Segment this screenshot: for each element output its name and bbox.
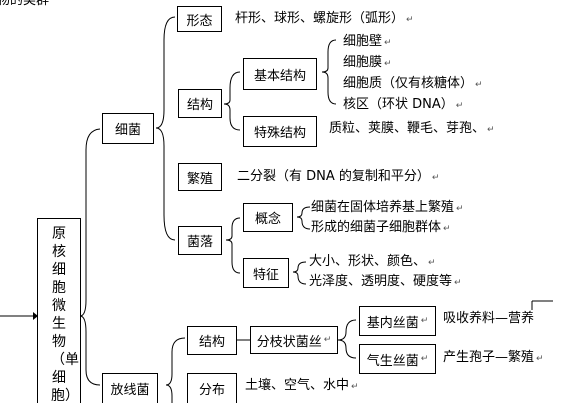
aerial-hyphae-node: 气生丝菌↵ xyxy=(359,344,436,374)
colony-node: 菌落 xyxy=(178,226,222,255)
feature-node: 特征 xyxy=(243,258,289,288)
actino-structure-node: 结构 xyxy=(187,326,237,355)
special-text: 质粒、荚膜、鞭毛、芽孢、↵ xyxy=(329,121,495,136)
basic-item: 细胞质（仅有核糖体）↵ xyxy=(343,76,483,91)
basic-item: 细胞膜↵ xyxy=(343,55,392,70)
feature-line: 光泽度、透明度、硬度等↵ xyxy=(309,274,462,289)
inner-text: 吸收养料—营养 xyxy=(443,311,535,326)
header-fragment: 物的类群 xyxy=(0,0,50,8)
aerial-text: 产生孢子—繁殖↵ xyxy=(443,350,544,365)
bacteria-node: 细菌 xyxy=(102,113,154,144)
form-node: 形态 xyxy=(177,6,222,32)
root-label: 原核细胞微生物（单细胞） xyxy=(51,226,79,404)
inner-hyphae-node: 基内丝菌↵ xyxy=(359,306,436,336)
branch-hyphae-node: 分枝状菌丝↵ xyxy=(250,326,338,354)
structure-node: 结构 xyxy=(178,89,222,118)
basic-structure-node: 基本结构 xyxy=(243,58,317,90)
actinomycete-node: 放线菌 xyxy=(102,373,158,403)
reproduction-text: 二分裂（有 DNA 的复制和平分）↵ xyxy=(237,169,440,184)
reproduction-node: 繁殖 xyxy=(178,163,222,191)
distribution-node: 分布 xyxy=(187,373,237,403)
feature-line: 大小、形状、颜色、↵ xyxy=(309,254,436,269)
basic-item: 细胞壁↵ xyxy=(343,34,392,49)
concept-line: 细菌在固体培养基上繁殖↵ xyxy=(311,200,464,215)
root-node: 原核细胞微生物（单细胞） xyxy=(37,218,81,404)
form-text: 杆形、球形、螺旋形（弧形）↵ xyxy=(235,11,414,26)
special-structure-node: 特殊结构 xyxy=(243,116,317,147)
basic-item: 核区（环状 DNA）↵ xyxy=(343,97,464,112)
concept-line: 形成的细菌子细胞群体↵ xyxy=(311,220,451,235)
distribution-text: 土壤、空气、水中↵ xyxy=(245,378,359,393)
concept-node: 概念 xyxy=(243,203,293,232)
